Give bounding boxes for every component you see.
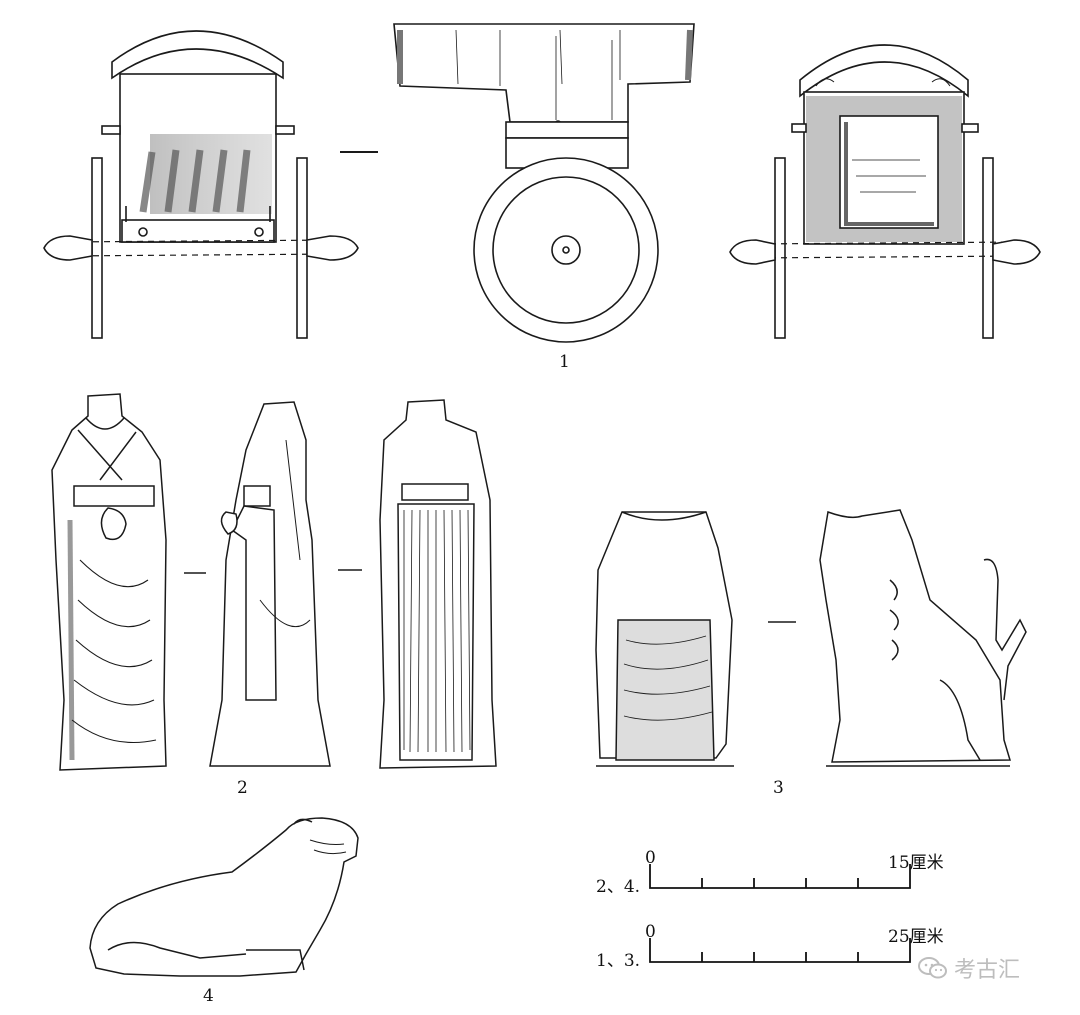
scale-bar-large bbox=[649, 938, 911, 963]
scale-bar-large-applies-to: 1、3. bbox=[596, 951, 641, 971]
figure-label-2: 2 bbox=[237, 778, 248, 798]
animal-side-view bbox=[819, 509, 1027, 767]
animal-front-view bbox=[595, 511, 734, 767]
scale-bar-small-end: 15厘米 bbox=[888, 853, 944, 873]
scale-bar-large-start: 0 bbox=[645, 922, 656, 942]
figure-label-1: 1 bbox=[559, 352, 570, 372]
cart-side-view bbox=[393, 23, 695, 343]
figure-label-3: 3 bbox=[773, 778, 784, 798]
scale-bar-small bbox=[649, 864, 911, 889]
figure-label-4: 4 bbox=[203, 986, 214, 1006]
cart-rear-view bbox=[729, 44, 1041, 339]
watermark: 考古汇 bbox=[918, 952, 1020, 986]
figurine-side-view bbox=[209, 401, 331, 767]
crouching-animal-view bbox=[89, 817, 359, 977]
watermark-text: 考古汇 bbox=[954, 958, 1021, 983]
figurine-front-view bbox=[51, 393, 167, 771]
figurine-back-view bbox=[379, 399, 497, 769]
cart-front-view bbox=[43, 30, 359, 339]
scale-bar-large-end: 25厘米 bbox=[888, 927, 944, 947]
wechat-icon bbox=[918, 956, 948, 986]
scale-bar-small-applies-to: 2、4. bbox=[596, 877, 641, 897]
scale-bar-small-start: 0 bbox=[645, 848, 656, 868]
